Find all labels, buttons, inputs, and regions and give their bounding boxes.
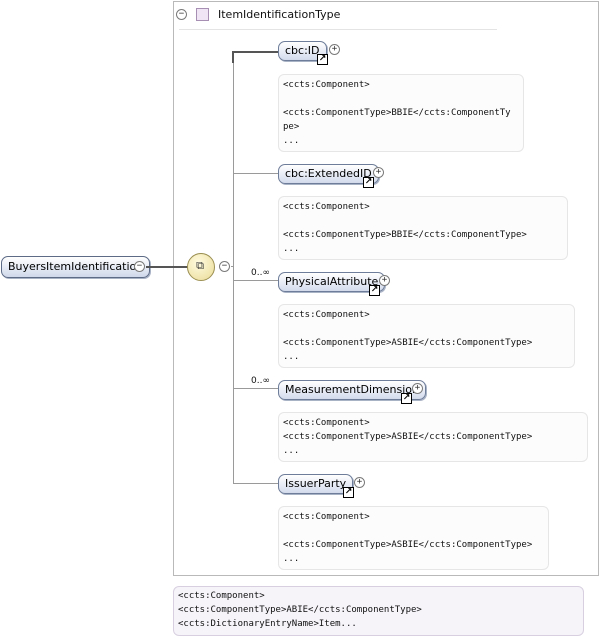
branch-line xyxy=(233,483,279,484)
annotation-line: <ccts:Component> xyxy=(283,202,370,212)
annotation-cbc-id: <ccts:Component> <ccts:ComponentType>BBI… xyxy=(278,74,524,152)
annotation-line: <ccts:ComponentType>ASBIE</ccts:Componen… xyxy=(283,432,533,442)
sequence-collapse-toggle[interactable]: − xyxy=(219,261,230,272)
branch-line xyxy=(233,51,279,53)
sequence-compositor[interactable] xyxy=(187,253,215,281)
cardinality-label: 0..∞ xyxy=(251,376,270,386)
annotation-line: ... xyxy=(283,446,300,456)
annotation-line: <ccts:DictionaryEntryName>Item... xyxy=(178,619,357,629)
element-issuerparty[interactable]: IssuerParty xyxy=(278,474,354,494)
element-measurementdimension[interactable]: MeasurementDimension xyxy=(278,380,426,400)
reference-arrow-icon: ↗ xyxy=(363,177,374,188)
element-cbc-extendedid[interactable]: cbc:ExtendedID xyxy=(278,164,379,184)
root-collapse-toggle[interactable]: − xyxy=(134,261,145,272)
annotation-cbc-extendedid: <ccts:Component> <ccts:ComponentType>BBI… xyxy=(278,196,568,260)
branch-line xyxy=(233,173,279,174)
expand-toggle[interactable]: + xyxy=(373,167,384,178)
annotation-line: <ccts:Component> xyxy=(178,591,265,601)
type-header-divider xyxy=(179,29,497,30)
reference-arrow-icon: ↗ xyxy=(317,54,328,65)
reference-arrow-icon: ↗ xyxy=(343,487,354,498)
cardinality-label: 0..∞ xyxy=(251,268,270,278)
type-title: ItemIdentificationType xyxy=(218,8,341,21)
element-cbc-id[interactable]: cbc:ID xyxy=(278,41,327,61)
reference-arrow-icon: ↗ xyxy=(401,393,412,404)
sequence-compositor-icon: ⧉ xyxy=(196,259,204,272)
root-connector xyxy=(146,266,188,268)
annotation-measurementdimension: <ccts:Component> <ccts:ComponentType>ASB… xyxy=(278,412,588,462)
branch-stub xyxy=(231,266,234,267)
annotation-line: <ccts:Component> xyxy=(283,512,370,522)
expand-toggle[interactable]: + xyxy=(412,383,423,394)
annotation-line: <ccts:Component> xyxy=(283,80,370,90)
root-element[interactable]: BuyersItemIdentification xyxy=(1,256,151,278)
annotation-line: <ccts:ComponentType>ASBIE</ccts:Componen… xyxy=(283,540,533,550)
reference-arrow-icon: ↗ xyxy=(369,285,380,296)
complex-type-icon xyxy=(196,8,209,21)
annotation-line: ... xyxy=(283,136,300,146)
annotation-line: <ccts:ComponentType>ASBIE</ccts:Componen… xyxy=(283,338,533,348)
annotation-line: <ccts:ComponentType>BBIE</ccts:Component… xyxy=(283,230,527,240)
annotation-line: <ccts:Component> xyxy=(283,418,370,428)
expand-toggle[interactable]: + xyxy=(379,275,390,286)
branch-trunk xyxy=(233,60,234,482)
annotation-line: ... xyxy=(283,244,300,254)
annotation-line: <ccts:ComponentType>ABIE</ccts:Component… xyxy=(178,605,422,615)
element-physicalattribute[interactable]: PhysicalAttribute xyxy=(278,272,386,292)
annotation-physicalattribute: <ccts:Component> <ccts:ComponentType>ASB… xyxy=(278,304,575,368)
annotation-issuerparty: <ccts:Component> <ccts:ComponentType>ASB… xyxy=(278,506,549,570)
branch-corner xyxy=(232,51,234,63)
expand-toggle[interactable]: + xyxy=(354,477,365,488)
type-annotation: <ccts:Component> <ccts:ComponentType>ABI… xyxy=(173,586,584,636)
expand-toggle[interactable]: + xyxy=(329,44,340,55)
annotation-line: ... xyxy=(283,554,300,564)
branch-line xyxy=(233,280,279,281)
annotation-line: <ccts:ComponentType>BBIE</ccts:Component… xyxy=(283,108,511,118)
type-collapse-toggle[interactable]: − xyxy=(176,9,187,20)
annotation-line: <ccts:Component> xyxy=(283,310,370,320)
annotation-line: pe> xyxy=(283,122,300,132)
branch-line xyxy=(233,388,279,389)
branch-corner xyxy=(233,470,234,483)
annotation-line: ... xyxy=(283,352,300,362)
